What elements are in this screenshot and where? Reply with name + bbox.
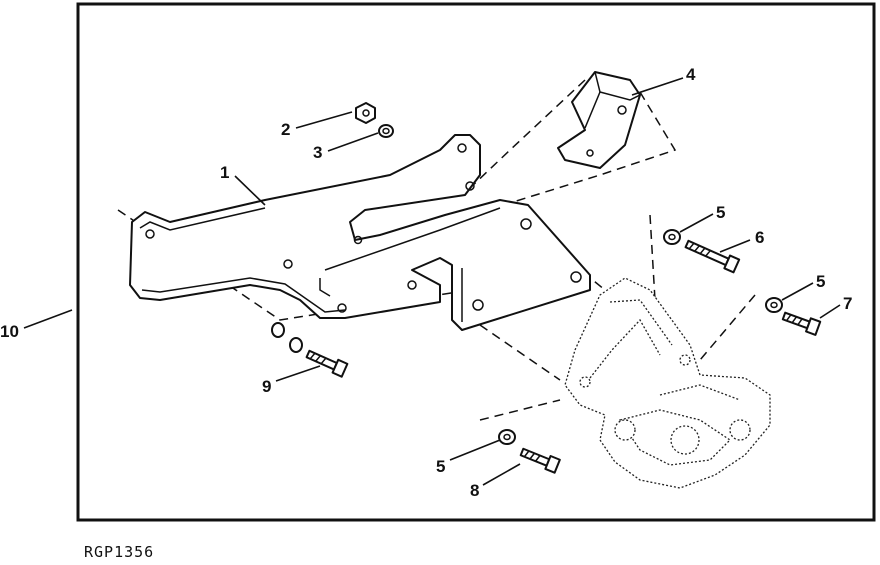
diagram-frame — [76, 2, 876, 522]
callout-6: 6 — [755, 228, 764, 247]
callout-1: 1 — [220, 163, 229, 182]
hitch-casting — [564, 277, 771, 489]
mounting-bracket — [129, 134, 591, 331]
callout-5b: 5 — [816, 272, 825, 291]
lock-washer-icon — [378, 124, 394, 138]
nut-icon — [355, 102, 376, 124]
callouts: 1 2 3 4 5 6 5 7 5 8 9 10 — [0, 65, 852, 500]
callout-8: 8 — [470, 481, 479, 500]
callout-4: 4 — [686, 65, 696, 84]
washer-icon — [271, 229, 783, 445]
bolt-icon — [305, 239, 822, 474]
callout-leaders — [23, 77, 841, 486]
figure-id-label: RGP1356 — [84, 543, 155, 561]
callout-5c: 5 — [436, 457, 445, 476]
callout-2: 2 — [281, 120, 290, 139]
callout-7: 7 — [843, 294, 852, 313]
callout-5a: 5 — [716, 203, 725, 222]
callout-3: 3 — [313, 143, 322, 162]
spacer-block — [557, 71, 641, 169]
callout-9: 9 — [262, 377, 271, 396]
callout-10: 10 — [0, 322, 19, 341]
